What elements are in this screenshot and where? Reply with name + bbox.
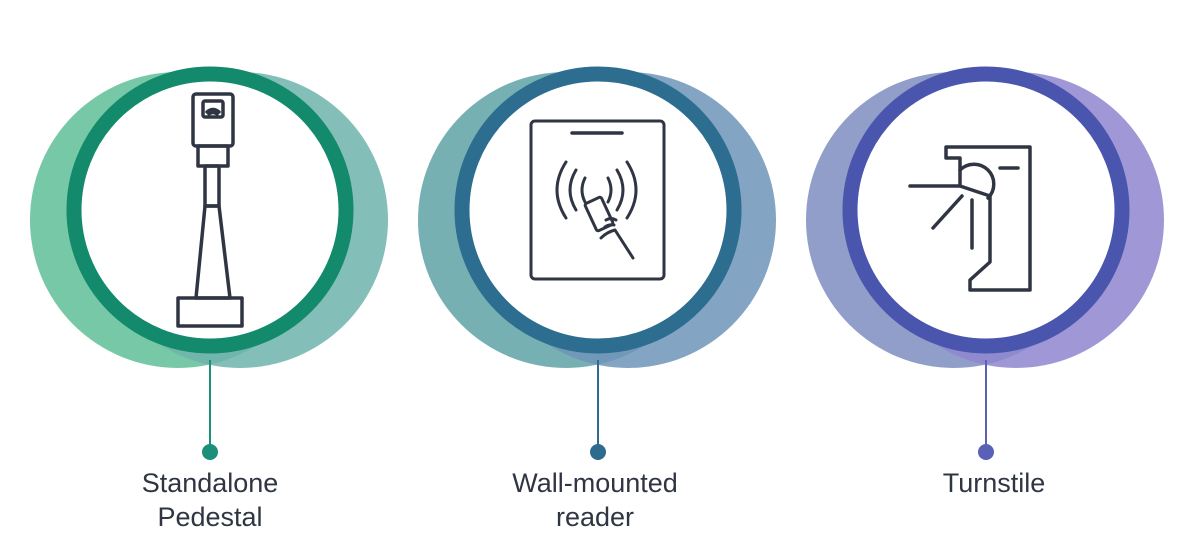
item-standalone-pedestal <box>30 66 388 460</box>
label-wall-mounted-reader: Wall-mounted reader <box>465 466 725 534</box>
ring <box>66 66 354 354</box>
turnstile-icon <box>908 145 1032 292</box>
item-turnstile <box>806 66 1164 460</box>
ring <box>842 66 1130 354</box>
connector-dot <box>978 444 994 460</box>
wall-mounted-reader-icon <box>529 119 666 281</box>
label-line-1: Wall-mounted <box>512 468 678 498</box>
label-turnstile: Turnstile <box>864 466 1124 500</box>
standalone-pedestal-icon <box>176 92 244 328</box>
connector-dot <box>202 444 218 460</box>
item-wall-mounted-reader <box>418 66 776 460</box>
label-line-2: reader <box>555 502 635 532</box>
label-standalone-pedestal: Standalone Pedestal <box>80 466 340 534</box>
connector-dot <box>590 444 606 460</box>
ring <box>454 66 742 354</box>
label-line-1: Standalone <box>141 468 279 498</box>
label-line-1: Turnstile <box>942 468 1046 498</box>
label-line-2: Pedestal <box>157 502 263 532</box>
